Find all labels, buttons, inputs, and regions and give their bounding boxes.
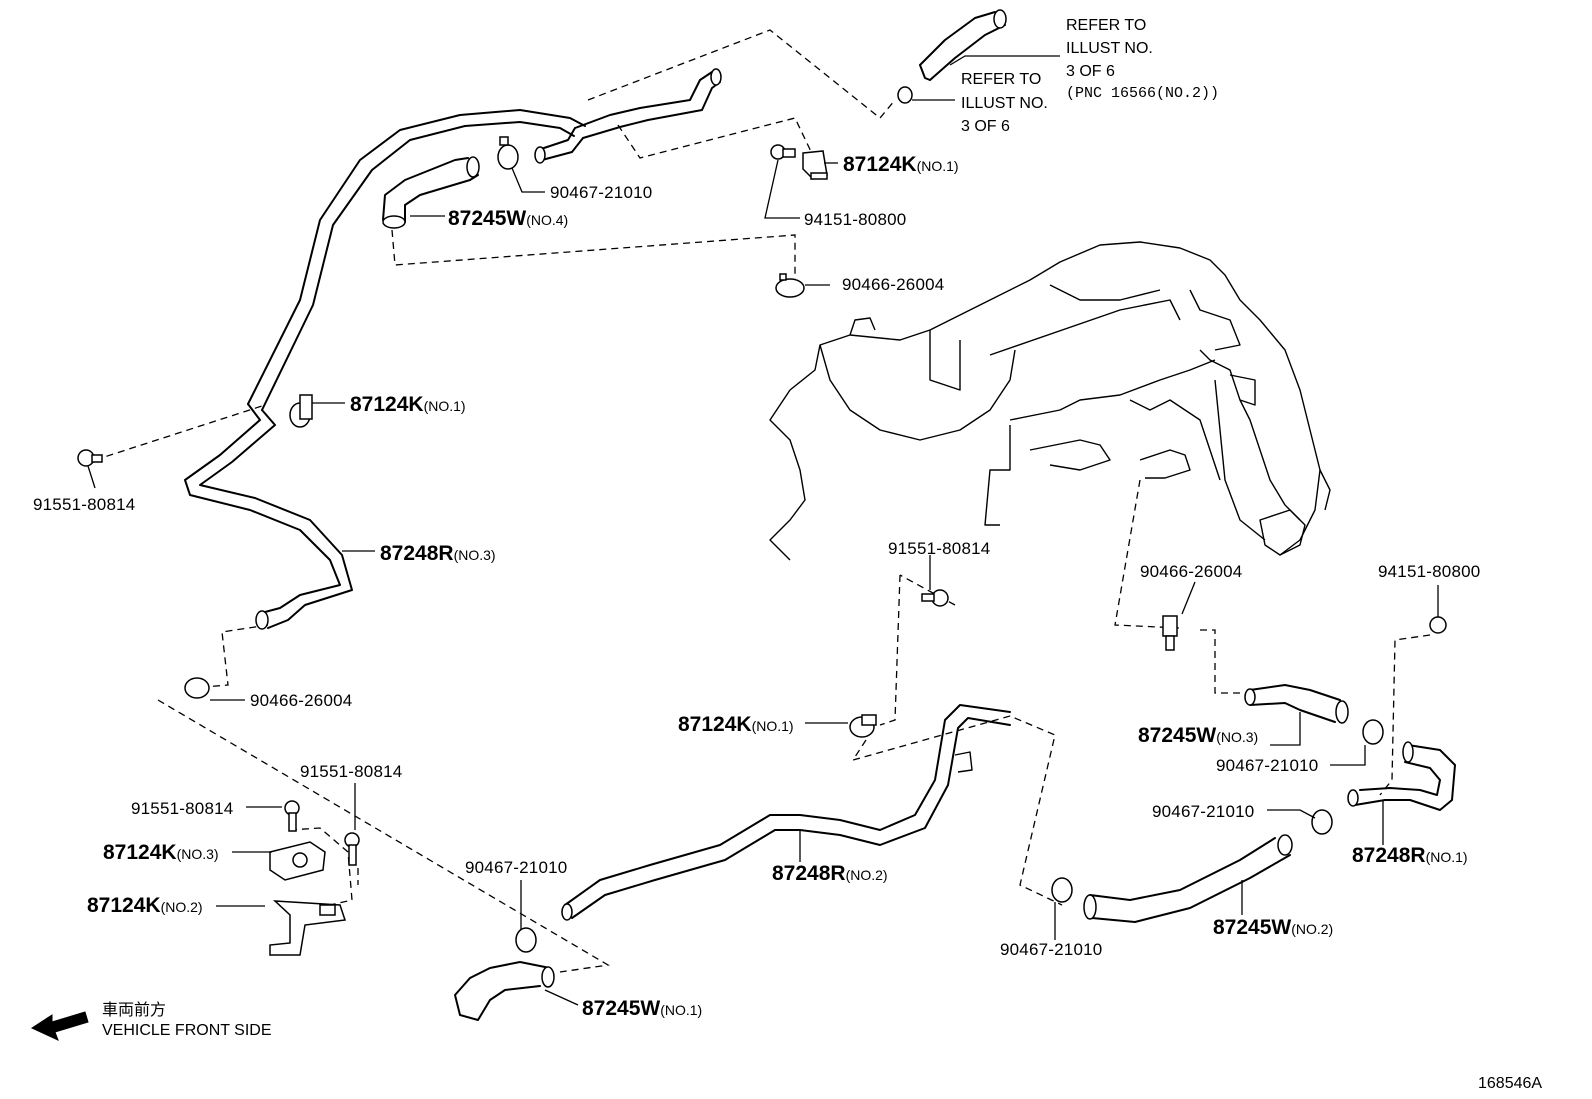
refer-note2-line2: ILLUST NO. <box>961 95 1048 112</box>
hose-87248R-no3 <box>184 403 341 613</box>
engine-outline <box>769 241 1331 561</box>
clamp-icon <box>184 677 210 699</box>
part-87245W-no3: 87245W(NO.3) <box>1138 724 1258 747</box>
part-94151-80800-top: 94151-80800 <box>804 210 906 229</box>
clamp-icon <box>1311 809 1333 835</box>
leader-lines <box>87 55 1439 1006</box>
assembly-dashed-lines <box>94 29 1431 973</box>
clamp-icon <box>515 927 537 953</box>
hoses <box>184 9 1456 1021</box>
bracket-icon <box>269 841 326 881</box>
clip-icon <box>289 394 313 428</box>
part-87124K-top: 87124K(NO.1) <box>843 153 959 176</box>
part-91551-80814-b1: 91551-80814 <box>131 799 233 818</box>
part-90466-26004-top: 90466-26004 <box>842 275 944 294</box>
part-87124K-mid: 87124K(NO.1) <box>678 713 794 736</box>
refer-note2-line1: REFER TO <box>961 71 1041 88</box>
bolt-icon <box>921 589 949 607</box>
bolt-icon <box>77 449 103 467</box>
refer-note-line3: 3 OF 6 <box>1066 63 1115 80</box>
clamp-icon <box>775 273 805 298</box>
hose-upper-run <box>247 109 586 405</box>
vehicle-front-indicator: 車両前方 VEHICLE FRONT SIDE <box>30 1001 272 1041</box>
hose-87248R-no1 <box>1354 744 1456 811</box>
bolt-icon <box>1429 616 1447 634</box>
part-94151-80800-right: 94151-80800 <box>1378 562 1480 581</box>
part-90467-21010-top: 90467-21010 <box>550 183 652 202</box>
part-90467-21010-r2: 90467-21010 <box>1152 802 1254 821</box>
part-90467-21010-bm: 90467-21010 <box>465 858 567 877</box>
hose-87245W-no4 <box>382 157 469 221</box>
part-87124K-left: 87124K(NO.1) <box>350 393 466 416</box>
clamp-icon <box>897 86 913 104</box>
front-label-jp: 車両前方 <box>102 1001 166 1019</box>
bolt-icon <box>284 800 300 832</box>
bracket-icon <box>269 900 347 956</box>
clamp-icon <box>1362 719 1384 745</box>
bolt-icon <box>770 144 796 160</box>
part-90466-26004-right: 90466-26004 <box>1140 562 1242 581</box>
part-90467-21010-r1: 90467-21010 <box>1216 756 1318 775</box>
part-90467-21010-b: 90467-21010 <box>1000 940 1102 959</box>
hose-87245W-no3 <box>1249 684 1341 701</box>
part-91551-80814-left: 91551-80814 <box>33 495 135 514</box>
refer-note-line2: ILLUST NO. <box>1066 40 1153 57</box>
clamp-icon <box>1162 615 1178 651</box>
part-91551-80814-mid: 91551-80814 <box>888 539 990 558</box>
refer-note2-line3: 3 OF 6 <box>961 118 1010 135</box>
bolt-icon <box>344 832 360 866</box>
clamp-icon <box>1051 877 1073 903</box>
front-arrow-icon <box>30 1011 89 1041</box>
part-87248R-no2: 87248R(NO.2) <box>772 862 888 885</box>
part-90466-26004-left: 90466-26004 <box>250 691 352 710</box>
part-87124K-no3: 87124K(NO.3) <box>103 841 219 864</box>
part-87245W-no4: 87245W(NO.4) <box>448 207 568 230</box>
hose-87245W-no1 <box>454 961 551 1021</box>
refer-note-line1: REFER TO <box>1066 17 1146 34</box>
clamp-icon <box>497 136 519 170</box>
clip-icon <box>802 150 828 180</box>
part-91551-80814-b2: 91551-80814 <box>300 762 402 781</box>
part-87248R-no3: 87248R(NO.3) <box>380 542 496 565</box>
front-label-en: VEHICLE FRONT SIDE <box>102 1022 272 1039</box>
clip-icon <box>849 714 877 738</box>
hose-top-right <box>919 11 996 66</box>
hose-87248R-no2 <box>564 704 1011 906</box>
part-87248R-no1: 87248R(NO.1) <box>1352 844 1468 867</box>
part-87245W-no2: 87245W(NO.2) <box>1213 916 1333 939</box>
refer-note-line4: (PNC 16566(NO.2)) <box>1066 85 1219 102</box>
fasteners <box>77 86 1447 956</box>
illustration-id: 168546A <box>1478 1075 1542 1092</box>
part-87124K-no2: 87124K(NO.2) <box>87 894 203 917</box>
hose-87245W-no2 <box>1089 837 1276 901</box>
part-87245W-no1: 87245W(NO.1) <box>582 997 702 1020</box>
part-labels: REFER TO ILLUST NO. 3 OF 6 (PNC 16566(NO… <box>33 17 1480 1020</box>
